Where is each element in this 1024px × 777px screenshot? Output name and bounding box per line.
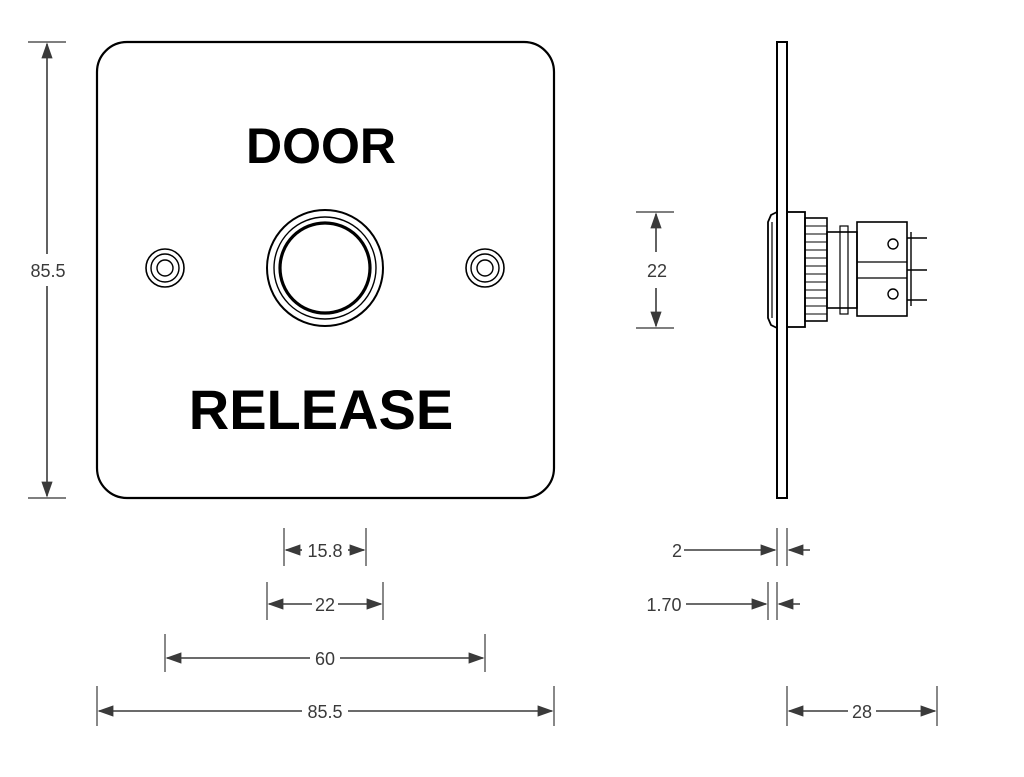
dimension-button-outer-value: 22 (315, 595, 335, 615)
side-plate (776, 41, 788, 499)
label-release: RELEASE (189, 378, 454, 441)
dimension-depth-value: 28 (852, 702, 872, 722)
side-thread (804, 217, 828, 322)
dimension-bezel-thickness: 1.70 (646, 582, 800, 620)
dimension-button-inner-value: 15.8 (307, 541, 342, 561)
dimension-height: 85.5 (28, 41, 66, 499)
side-view (767, 41, 927, 499)
screw-hole-left (145, 248, 185, 288)
side-bezel (767, 211, 778, 329)
dimension-width-value: 85.5 (307, 702, 342, 722)
dimension-bezel-thickness-value: 1.70 (646, 595, 681, 615)
dimension-height-value: 85.5 (30, 261, 65, 281)
dimension-button-inner: 15.8 (283, 528, 367, 566)
screw-hole-right (465, 248, 505, 288)
dimension-plate-thickness: 2 (672, 528, 810, 566)
front-view: DOOR RELEASE (95, 40, 556, 500)
dimension-screw-spacing: 60 (164, 634, 486, 672)
label-door: DOOR (246, 118, 396, 174)
dimension-depth: 28 (786, 686, 938, 726)
dimension-plate-thickness-value: 2 (672, 541, 682, 561)
dimension-screw-spacing-value: 60 (315, 649, 335, 669)
dimension-width: 85.5 (96, 686, 555, 726)
faceplate (95, 40, 556, 500)
terminal-top (887, 238, 899, 250)
side-body (786, 211, 806, 328)
dimension-side-body-value: 22 (647, 261, 667, 281)
push-button (266, 209, 384, 327)
dimension-side-body: 22 (636, 211, 674, 329)
side-switch (826, 221, 927, 317)
terminal-bottom (887, 288, 899, 300)
dimension-button-outer: 22 (266, 582, 384, 620)
